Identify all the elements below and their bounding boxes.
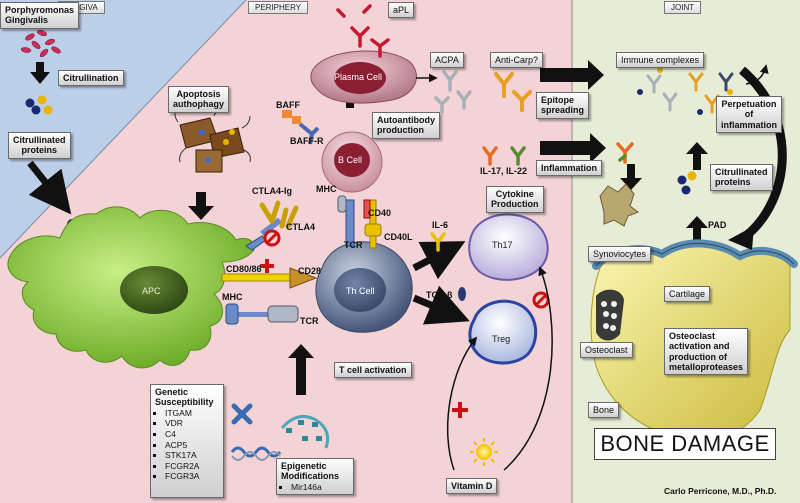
citrullinated-proteins-left-box: Citrullinated proteins xyxy=(8,132,71,159)
region-joint-tag: JOINT xyxy=(664,1,702,14)
perpetuation-box: Perpetuation of inflammation xyxy=(716,96,783,134)
synoviocytes-box: Synoviocytes xyxy=(588,246,652,263)
baff-label: BAFF xyxy=(276,100,300,110)
treg-label: Treg xyxy=(492,334,511,344)
ctla4-label: CTLA4 xyxy=(286,222,315,232)
cd28-label: CD28 xyxy=(298,266,322,276)
cd40-label: CD40 xyxy=(368,208,392,218)
autoantibody-box: Autoantibody production xyxy=(372,112,440,139)
mir146a-item: Mir146a xyxy=(291,482,349,493)
il6-label: IL-6 xyxy=(432,220,449,230)
mhc-bottom-label: MHC xyxy=(222,292,243,302)
cytokine-production-box: Cytokine Production xyxy=(486,186,544,213)
cartilage-box: Cartilage xyxy=(664,286,711,303)
epigenetic-list: Mir146a xyxy=(281,482,349,493)
ctla4-ig-label: CTLA4-Ig xyxy=(252,186,292,196)
tcr-bottom-label: TCR xyxy=(300,316,319,326)
cd40l-label: CD40L xyxy=(384,232,413,242)
apl-box: aPL xyxy=(388,2,415,19)
osteoclast-box: Osteoclast xyxy=(580,342,633,359)
genetic-title: Genetic Susceptibility xyxy=(155,387,214,408)
il17-il22-label: IL-17, IL-22 xyxy=(480,166,528,176)
anti-carp-box: Anti-Carp? xyxy=(490,52,544,69)
porphyromonas-box: Porphyromonas Gingivalis xyxy=(0,2,80,29)
mhc-top-label: MHC xyxy=(316,184,337,194)
pad-label: PAD xyxy=(708,220,727,230)
acpa-box: ACPA xyxy=(430,52,464,69)
epigenetic-box: Epigenetic Modifications Mir146a xyxy=(276,458,354,496)
gene-item: ACP5 xyxy=(165,440,219,451)
region-periphery-tag: PERIPHERY xyxy=(248,1,309,14)
b-cell-label: B Cell xyxy=(338,155,363,165)
th-cell-label: Th Cell xyxy=(346,286,375,296)
epigenetic-title: Epigenetic Modifications xyxy=(281,461,339,482)
citrullinated-proteins-right-box: Citrullinated proteins xyxy=(710,164,773,191)
apoptosis-box: Apoptosis authophagy xyxy=(168,86,229,113)
gene-item: STK17A xyxy=(165,450,219,461)
cd80-86-label: CD80/86 xyxy=(226,264,262,274)
tcr-top-label: TCR xyxy=(344,240,363,250)
gene-item: FCGR2A xyxy=(165,461,219,472)
bone-damage-title: BONE DAMAGE xyxy=(594,428,776,460)
gene-list: ITGAM VDR C4 ACP5 STK17A FCGR2A FCGR3A xyxy=(155,408,219,482)
gene-item: C4 xyxy=(165,429,219,440)
apc-label: APC xyxy=(142,286,161,296)
osteoclast-activation-box: Osteoclast activation and production of … xyxy=(664,328,749,376)
genetic-susceptibility-box: Genetic Susceptibility ITGAM VDR C4 ACP5… xyxy=(150,384,224,498)
bone-box: Bone xyxy=(588,402,620,419)
vitamin-d-box: Vitamin D xyxy=(446,478,498,495)
citrullination-box: Citrullination xyxy=(58,70,124,87)
inflammation-box: Inflammation xyxy=(536,160,603,177)
t-cell-activation-box: T cell activation xyxy=(334,362,412,379)
plasma-cell-label: Plasma Cell xyxy=(334,72,383,82)
author-signature: Carlo Perricone, M.D., Ph.D. xyxy=(664,486,777,496)
gene-item: ITGAM xyxy=(165,408,219,419)
th17-label: Th17 xyxy=(492,240,513,250)
baff-r-label: BAFF-R xyxy=(290,136,324,146)
immune-complexes-box: Immune complexes xyxy=(616,52,705,69)
tgf-beta-label: TGF-β xyxy=(426,290,453,300)
gene-item: FCGR3A xyxy=(165,471,219,482)
epitope-spreading-box: Epitope spreading xyxy=(536,92,590,119)
gene-item: VDR xyxy=(165,418,219,429)
